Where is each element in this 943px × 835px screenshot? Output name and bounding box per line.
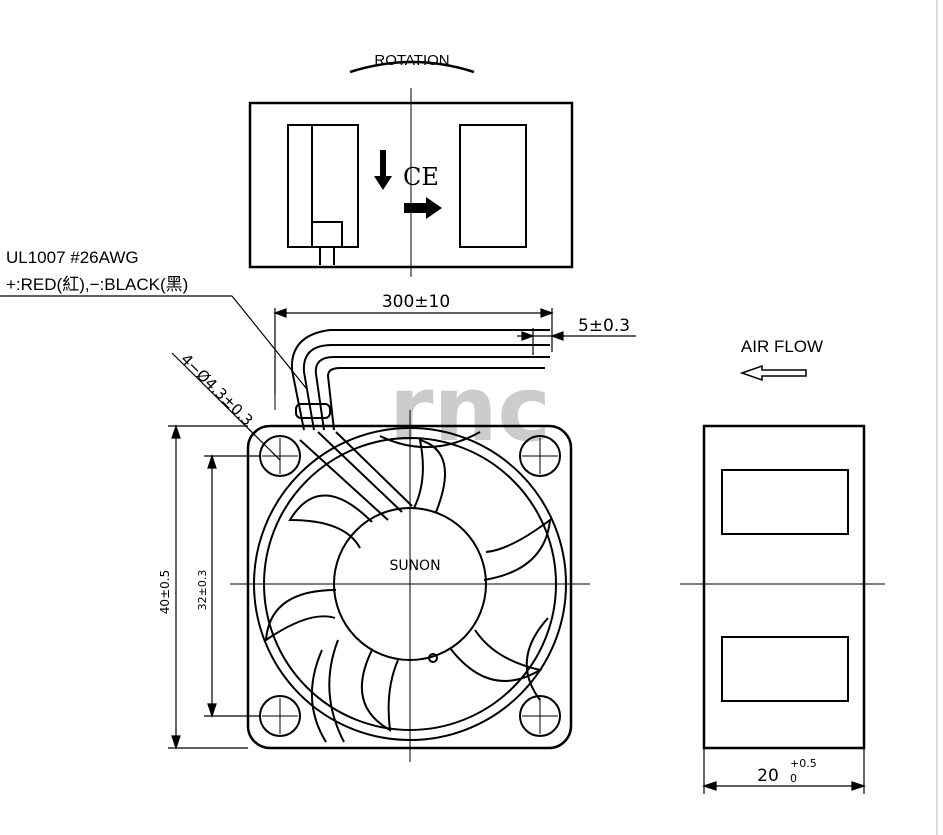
cable-spec-line2: +:RED(紅),−:BLACK(黑) [6, 275, 188, 294]
spoke-upper-right [379, 431, 481, 449]
wire-1 [290, 329, 550, 431]
mount-hole-bl [259, 695, 301, 737]
rotation-label: ROTATION [374, 52, 449, 69]
spoke-lower-left [310, 639, 345, 743]
hub-label: SUNON [389, 558, 440, 574]
blade-1 [288, 494, 373, 549]
depth-label: 20 [757, 766, 779, 786]
hub-dot [428, 653, 438, 663]
blade-2 [264, 589, 337, 643]
ce-mark: CE [403, 163, 439, 191]
air-flow-label: AIR FLOW [741, 337, 823, 356]
mount-holes-leader [171, 352, 281, 461]
outer-size-label: 40±0.5 [158, 570, 172, 614]
wire-channel-outer [287, 124, 359, 248]
hole-pitch-label: 32±0.3 [196, 570, 209, 611]
blade-6 [413, 438, 446, 513]
wire-2 [302, 344, 550, 431]
hole-pitch-dimension [204, 454, 260, 718]
blade-3 [360, 649, 399, 732]
mount-holes-label: 4−Ø4.3±0.3 [177, 350, 256, 429]
strip-length-label: 5±0.3 [578, 316, 630, 336]
front-view [230, 410, 590, 762]
spoke-lower-right [525, 617, 549, 701]
wire-tie [295, 403, 331, 419]
arrow-down-icon [374, 150, 392, 190]
mount-hole-br [519, 695, 561, 737]
cable-leader [0, 295, 307, 389]
depth-upper-tol: +0.5 [790, 757, 817, 770]
venturi-inner [263, 437, 557, 731]
lead-length-label: 300±10 [382, 292, 450, 312]
lead-length-dimension [273, 308, 554, 395]
side-window-bottom [721, 636, 849, 702]
air-flow-arrow-icon [739, 364, 807, 382]
blade-4 [449, 629, 543, 682]
wire-4 [326, 367, 545, 431]
side-window-top [721, 469, 849, 535]
hub [333, 507, 487, 661]
depth-dimension [702, 748, 866, 794]
wire-3 [314, 356, 550, 431]
label-window-right [459, 124, 527, 248]
side-view [680, 424, 885, 750]
blade-5 [483, 517, 552, 581]
wire-exit-slot [311, 221, 343, 248]
depth-lower-tol: 0 [790, 772, 797, 785]
rotation-arc [349, 60, 475, 74]
mount-hole-tl [259, 435, 301, 477]
mount-hole-tr [519, 435, 561, 477]
top-view [248, 60, 574, 277]
side-frame [702, 424, 866, 750]
strip-length-dimension [517, 328, 636, 355]
spoke-wire-channel [299, 431, 413, 521]
venturi-outer [253, 427, 567, 741]
arrow-right-icon [404, 197, 442, 219]
outer-size-dimension [168, 424, 248, 750]
cable-spec-line1: UL1007 #26AWG [6, 248, 139, 267]
